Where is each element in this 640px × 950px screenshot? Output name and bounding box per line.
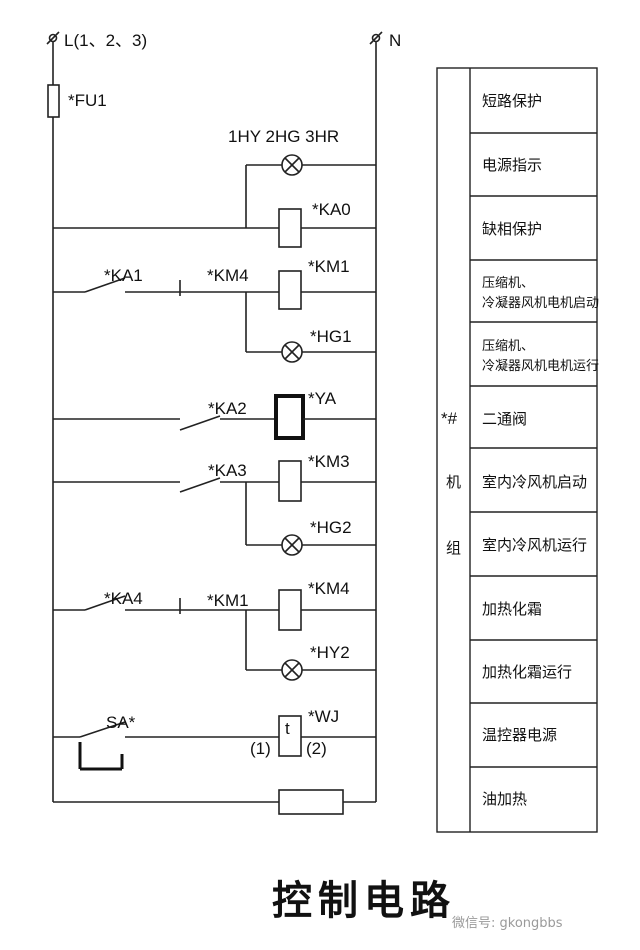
contact-ka3: [179, 477, 221, 493]
km4-contact-label: *KM4: [207, 266, 249, 285]
row-defrost: 加热化霜: [482, 600, 542, 618]
hg1-label: *HG1: [310, 327, 352, 346]
ka0-label: *KA0: [312, 200, 351, 219]
lamp-hg1: [281, 341, 303, 363]
hg2-label: *HG2: [310, 518, 352, 537]
lamps-top-label: 1HY 2HG 3HR: [228, 127, 339, 146]
group-label-1: *#: [441, 409, 458, 428]
fuse-fu1: [47, 84, 60, 118]
group-label-2: 机: [446, 473, 461, 491]
km4-coil-label: *KM4: [308, 579, 350, 598]
contactor-km4-coil: [278, 589, 302, 631]
lamp-hg2: [281, 534, 303, 556]
ka1-label: *KA1: [104, 266, 143, 285]
ka3-label: *KA3: [208, 461, 247, 480]
contactor-km1-coil: [278, 270, 302, 310]
row-compressor-run-1: 压缩机、: [482, 338, 534, 354]
lamp-1hy-2hg-3hr: [281, 154, 303, 176]
neutral-label: N: [389, 31, 401, 50]
row-fan-run: 室内冷风机运行: [482, 536, 587, 554]
row-short-circuit: 短路保护: [482, 92, 542, 110]
fuse-label: *FU1: [68, 91, 107, 110]
ka4-label: *KA4: [104, 589, 143, 608]
row-compressor-run-2: 冷凝器风机电机运行: [482, 358, 599, 374]
row-compressor-start-1: 压缩机、: [482, 275, 534, 291]
relay-ka0-coil: [278, 208, 302, 248]
km3-label: *KM3: [308, 452, 350, 471]
thermostat-wj: [278, 715, 302, 757]
function-table: [436, 67, 598, 833]
contact-ka1: [84, 277, 126, 293]
row-fan-start: 室内冷风机启动: [482, 473, 587, 491]
sa-label: SA*: [106, 713, 136, 732]
watermark: 微信号: gkongbbs: [452, 916, 563, 931]
diagram-title: 控制电路: [272, 877, 456, 924]
supply-terminal-l: [46, 31, 60, 45]
contactor-km3-coil: [278, 460, 302, 502]
km1-contact-label: *KM1: [207, 591, 249, 610]
hy2-label: *HY2: [310, 643, 350, 662]
supply-terminal-n: [369, 31, 383, 45]
oil-heater-resistor: [278, 789, 344, 815]
group-label-3: 组: [446, 539, 461, 557]
km1-coil-label: *KM1: [308, 257, 350, 276]
contact-ka2: [179, 415, 221, 431]
lamp-hy2: [281, 659, 303, 681]
valve-coil-ya: [274, 394, 305, 440]
wj-t-label: t: [285, 719, 290, 738]
row-thermostat-power: 温控器电源: [482, 726, 557, 744]
ka2-label: *KA2: [208, 399, 247, 418]
row-defrost-run: 加热化霜运行: [482, 663, 572, 681]
row-phase-loss: 缺相保护: [482, 220, 542, 238]
row-power-indicator: 电源指示: [482, 156, 542, 174]
wj-pin1-label: (1): [250, 739, 271, 758]
wj-pin2-label: (2): [306, 739, 327, 758]
row-oil-heating: 油加热: [482, 790, 527, 808]
row-two-way-valve: 二通阀: [482, 410, 527, 428]
ya-label: *YA: [308, 389, 337, 408]
contact-ka4: [84, 595, 126, 611]
phase-label: L(1、2、3): [64, 31, 147, 50]
row-compressor-start-2: 冷凝器风机电机启动: [482, 295, 599, 311]
wj-label: *WJ: [308, 707, 339, 726]
switch-sa: [78, 721, 126, 771]
